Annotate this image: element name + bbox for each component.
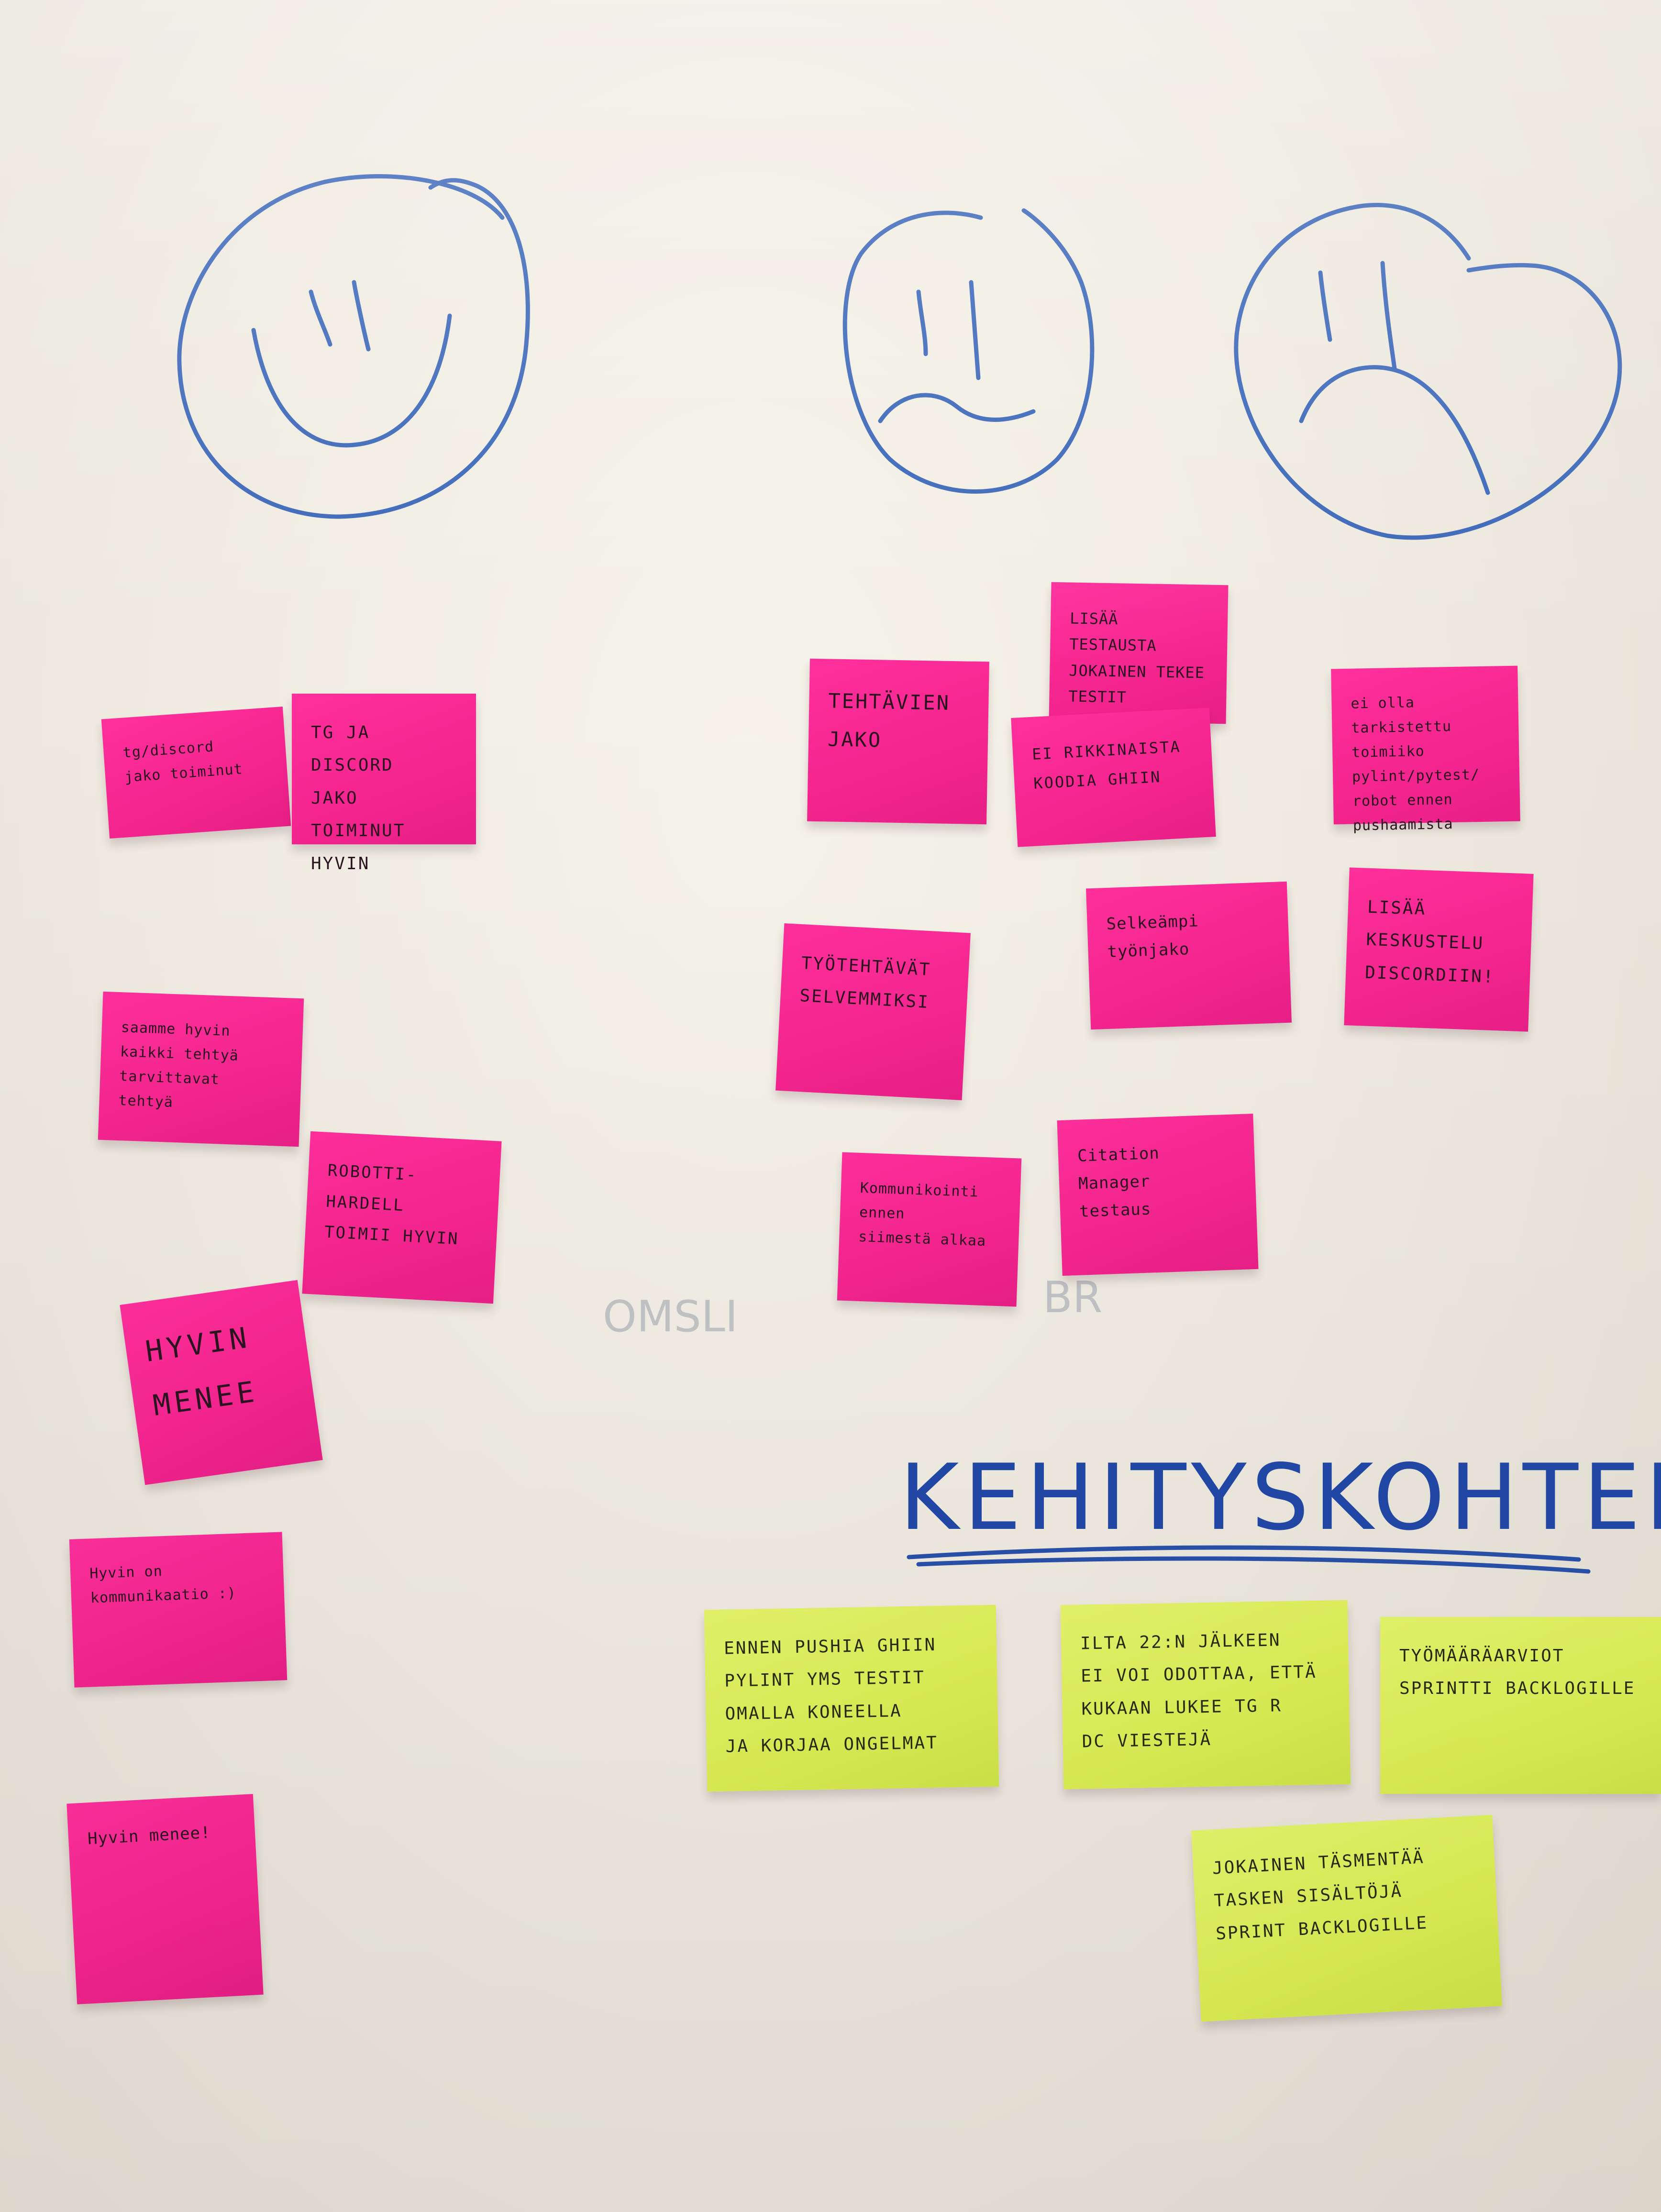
- sticky-note: saamme hyvin kaikki tehtyä tarvittavat t…: [98, 991, 304, 1147]
- faint-mark: OMSLI: [603, 1292, 738, 1342]
- sticky-note: Citation Manager testaus: [1057, 1113, 1259, 1276]
- sticky-note: Hyvin on kommunikaatio :): [69, 1532, 288, 1688]
- sticky-note: JOKAINEN TÄSMENTÄÄ TASKEN SISÄLTÖJÄ SPRI…: [1191, 1814, 1503, 2022]
- sticky-note: TG JA DISCORD JAKO TOIMINUT HYVIN: [292, 694, 476, 874]
- sticky-note: ENNEN PUSHIA GHIIN PYLINT YMS TESTIT OMA…: [704, 1604, 999, 1792]
- sticky-note: Hyvin menee!: [66, 1794, 264, 2004]
- sticky-note: Selkeämpi työnjako: [1085, 881, 1292, 1030]
- sticky-note: TEHTÄVIEN JAKO: [807, 658, 989, 825]
- heading-underline: [907, 1545, 1591, 1574]
- sticky-note: Kommunikointi ennen siimestä alkaa: [837, 1152, 1022, 1307]
- sticky-note: ROBOTTI-HARDELL TOIMII HYVIN: [302, 1131, 502, 1304]
- sticky-note: TYÖMÄÄRÄARVIOT SPRINTTI BACKLOGILLE: [1380, 1617, 1661, 1794]
- happy-face-icon: [177, 174, 530, 519]
- sticky-note: LISÄÄ TESTAUSTA JOKAINEN TEKEE TESTIT KO…: [1049, 582, 1229, 733]
- improvements-heading: KEHITYSKOHTEET: [899, 1445, 1661, 1550]
- faint-mark: BR: [1043, 1272, 1103, 1323]
- sticky-note: ei olla tarkistettu toimiiko pylint/pyte…: [1331, 665, 1520, 834]
- neutral-face-icon: [842, 208, 1095, 494]
- sticky-note: LISÄÄ KESKUSTELU DISCORDIIN!: [1344, 867, 1534, 1032]
- sticky-note: TYÖTEHTÄVÄT SELVEMMIKSI: [775, 923, 971, 1100]
- sticky-note: tg/discord jako toiminut: [101, 707, 291, 839]
- sad-face-icon: [1234, 203, 1622, 540]
- sticky-note: ILTA 22:N JÄLKEEN EI VOI ODOTTAA, ETTÄ K…: [1060, 1600, 1351, 1790]
- sticky-note: HYVIN MENEE: [120, 1280, 323, 1485]
- sticky-note: EI RIKKINAISTA KOODIA GHIIN: [1011, 708, 1216, 847]
